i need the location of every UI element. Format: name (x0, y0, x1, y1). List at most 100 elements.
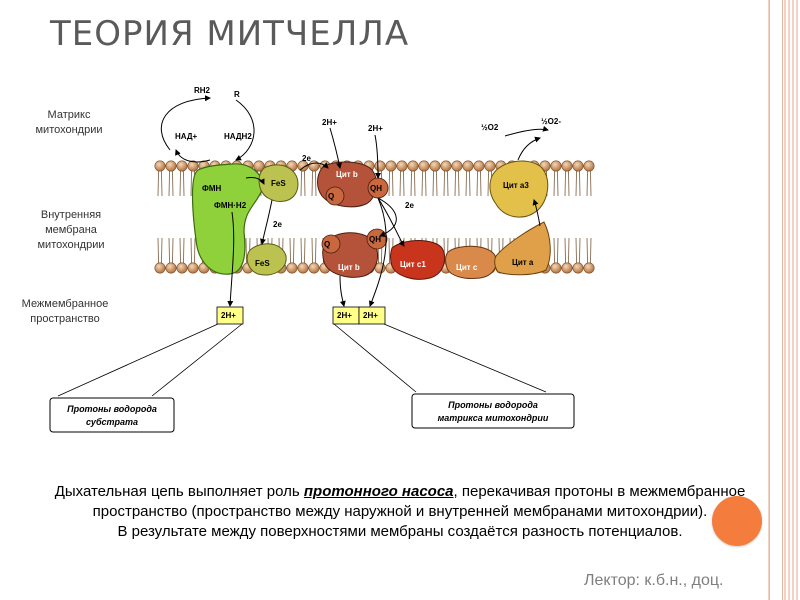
h-matrix-2-label: 2H+ (368, 124, 383, 133)
qh-2-label: QH (369, 235, 381, 244)
q-2-ball (321, 234, 341, 254)
box-matrix-protons (411, 393, 575, 429)
lipid-tail (157, 170, 159, 197)
lipid-tail (465, 170, 467, 197)
h-ims-3-label: 2H+ (363, 311, 378, 320)
fmnh2-label: ФМН·Н2 (214, 201, 247, 210)
lipid-tail (168, 237, 170, 264)
lipid-head (561, 262, 573, 274)
q-1-ball (325, 186, 345, 206)
cyt-c1-complex (390, 240, 446, 280)
lipid-tail (447, 170, 449, 197)
lipid-tail (575, 237, 577, 264)
lipid-tail (586, 237, 588, 264)
lipid-head (583, 160, 595, 172)
rh2-label: RH2 (194, 86, 211, 95)
lipid-head (176, 160, 188, 172)
lipid-head (374, 160, 386, 172)
caption-emphasis: протонного насоса (303, 483, 454, 500)
fmn-complex (191, 163, 264, 275)
lipid-head (385, 160, 397, 172)
lipid-tail (157, 237, 159, 264)
q-1-label: Q (328, 192, 334, 201)
lipid-tail (454, 170, 456, 197)
lipid-tail (300, 237, 302, 264)
label-intermembrane: Межмембранное пространство (21, 298, 109, 325)
cyt-b-top-label: Цит b (336, 170, 358, 179)
lipid-head (451, 160, 463, 172)
lipid-head (308, 262, 320, 274)
r-label: R (234, 90, 240, 99)
label-inner-membrane: Внутренняя мембрана митохондрии (37, 209, 105, 251)
page-title: ТЕОРИЯ МИТЧЕЛЛА (50, 14, 410, 54)
lipid-head (253, 160, 265, 172)
lipid-head (561, 160, 573, 172)
lipid-tail (304, 170, 306, 197)
lipid-tail (300, 170, 302, 197)
lipid-tail (553, 237, 555, 264)
lipid-tail (399, 170, 401, 197)
lipid-tail (403, 170, 405, 197)
lipid-tail (590, 170, 592, 197)
lipid-tail (487, 170, 489, 197)
lipid-tail (414, 170, 416, 197)
lipid-head (154, 160, 166, 172)
lipid-tail (179, 237, 181, 264)
lipid-tail (161, 237, 163, 264)
e2-right-label: 2e (405, 201, 414, 210)
lipid-head (165, 262, 177, 274)
lipid-tail (480, 170, 482, 197)
lipid-tail (458, 170, 460, 197)
lipid-head (484, 160, 496, 172)
lipid-tail (476, 170, 478, 197)
box-right-line1: Протоны водорода (448, 400, 538, 410)
lipid-tail (432, 170, 434, 197)
half-o2-label: ½O2 (481, 123, 499, 132)
lipid-tail (586, 170, 588, 197)
cyt-b-top-complex (317, 161, 377, 208)
lipid-tail (311, 237, 313, 264)
lipid-head (429, 160, 441, 172)
lipid-tail (172, 237, 174, 264)
lipid-tail (469, 170, 471, 197)
lipid-tail (190, 170, 192, 197)
lipid-head (396, 160, 408, 172)
orange-circle-decoration (712, 496, 762, 546)
nad-cycle-arrow-3 (175, 149, 211, 163)
lipid-tail (315, 170, 317, 197)
fes-bottom-complex (246, 243, 287, 276)
lipid-tail (245, 237, 247, 264)
lipid-tail (568, 170, 570, 197)
fes-bottom-label: FeS (255, 259, 270, 268)
lipid-tail (436, 170, 438, 197)
lipid-tail (304, 237, 306, 264)
nad-cycle-arrow-1 (160, 95, 211, 151)
lipid-tail (443, 170, 445, 197)
lipid-tail (172, 170, 174, 197)
lipid-tail (557, 237, 559, 264)
box-left-line2: субстрата (86, 417, 138, 427)
lipid-tail (575, 170, 577, 197)
lipid-tail (392, 170, 394, 197)
nadh2-label: НАДН2 (224, 132, 252, 141)
cyt-c-complex (445, 245, 497, 279)
lipid-head (286, 262, 298, 274)
lipid-head (550, 160, 562, 172)
lipid-head (154, 262, 166, 274)
lipid-tail (564, 237, 566, 264)
lipid-head (297, 262, 309, 274)
lipid-tail (421, 170, 423, 197)
label-matrix: Матрикс митохондрии (35, 109, 103, 136)
lipid-tail (179, 170, 181, 197)
fes-top-label: FeS (271, 179, 286, 188)
lipid-head (165, 160, 177, 172)
h-matrix-1-label: 2H+ (322, 118, 337, 127)
lipid-head (176, 262, 188, 274)
e2-mid-label: 2e (273, 220, 282, 229)
lipid-tail (388, 237, 390, 264)
box-substrate-protons (49, 397, 175, 433)
lipid-head (297, 160, 309, 172)
lipid-tail (183, 237, 185, 264)
cyt-a3-label: Цит a3 (503, 181, 529, 190)
lipid-tail (168, 170, 170, 197)
